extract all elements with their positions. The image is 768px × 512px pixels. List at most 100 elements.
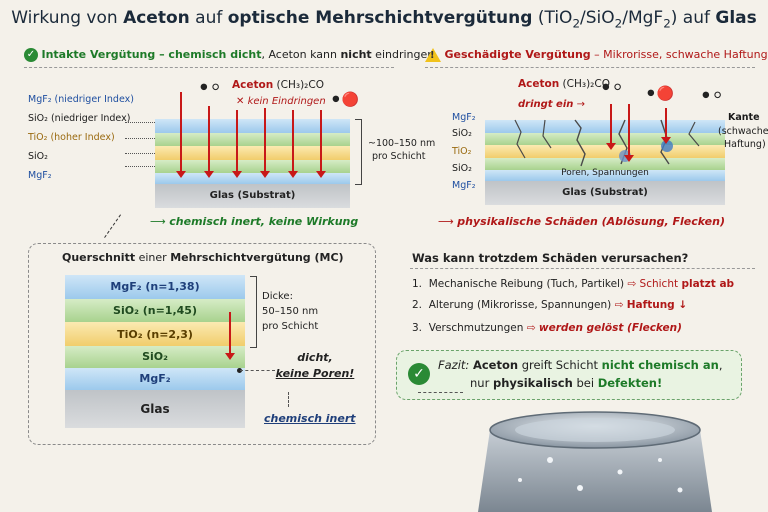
cracks-graphic	[514, 119, 700, 167]
kante-label: Kante	[728, 112, 760, 123]
cause-number: 2.	[412, 299, 423, 311]
fazit-text: Fazit: Aceton greift Schicht nicht chemi…	[438, 356, 722, 392]
aceton-text: Aceton	[232, 79, 274, 91]
cs-layer-tio2	[65, 322, 245, 346]
leader-line	[125, 166, 155, 168]
divider	[410, 268, 755, 270]
inert-leader	[288, 392, 290, 407]
header-text: , Aceton kann	[261, 48, 341, 61]
cs-title-c: Mehrschichtvergütung (MC)	[170, 251, 344, 264]
layer-mgf2-top	[155, 119, 350, 133]
dringt-text: dringt ein	[518, 99, 574, 110]
fazit-leader	[418, 392, 463, 394]
lens-illustration	[478, 411, 712, 512]
title-text: /SiO	[580, 8, 615, 28]
formula-text: (CH₃)₂CO	[276, 79, 324, 91]
cs-layer-mgf2-2	[65, 368, 245, 390]
cs-glass	[65, 390, 245, 428]
arrow-right-icon: ⇨	[614, 299, 624, 311]
title-text: Wirkung von	[11, 8, 124, 28]
cs-title-b: einer	[135, 251, 171, 264]
thickness-label: ~100–150 nm	[368, 138, 436, 149]
layer-sio2-bottom	[485, 158, 725, 170]
molecule-icon: ⚫🔴	[645, 86, 675, 102]
red-arrow	[316, 110, 326, 178]
arrow-right-icon: ⇨	[627, 278, 637, 290]
red-arrow	[624, 104, 634, 162]
leader-line	[125, 138, 155, 140]
cs-title-a: Querschnitt	[62, 251, 136, 264]
dicke-1: Dicke:	[262, 291, 293, 302]
arrow-right-icon: ⇨	[526, 322, 536, 334]
layer-label-mgf2-2: MgF₂	[452, 180, 476, 191]
connector-line	[104, 214, 122, 239]
cause-text: Verschmutzungen	[428, 322, 524, 334]
cause-result-bold: Haftung ↓	[626, 299, 688, 311]
title-text: auf	[189, 8, 228, 28]
cs-label-sio2: SiO₂ (n=1,45)	[113, 304, 197, 317]
header-cracks: – Mikrorisse, schwache Haftung	[590, 48, 768, 61]
layer-label-mgf2: MgF₂	[452, 112, 476, 123]
red-arrow	[288, 110, 298, 178]
cs-label-glass: Glas	[140, 402, 170, 416]
title-text: (TiO	[532, 8, 573, 28]
layer-label-sio2: SiO₂	[452, 128, 472, 139]
title-sub: 2	[614, 16, 623, 31]
layer-label-mgf2-2: MgF₂	[28, 170, 52, 181]
arrow-right-icon: →	[576, 99, 585, 110]
dicht-label: dicht,keine Poren!	[270, 350, 360, 382]
arrow-right-icon: ⟶	[150, 215, 166, 228]
cs-label-mgf2: MgF₂ (n=1,38)	[110, 280, 200, 293]
formula-text: (CH₃)₂CO	[562, 78, 610, 90]
left-panel-header: ✓ Intakte Vergütung – chemisch dicht, Ac…	[24, 48, 434, 62]
fazit-label: Fazit:	[438, 358, 473, 372]
red-arrow	[232, 110, 242, 178]
right-footer: ⟶ physikalische Schäden (Ablösung, Fleck…	[438, 215, 725, 228]
no-entry-label: ✕ kein Eindringen	[236, 96, 326, 107]
layer-label-tio2: TiO₂ (hoher Index)	[28, 132, 115, 143]
layer-label-sio2-2: SiO₂	[452, 163, 472, 174]
molecule-icon: ⚫⚪	[198, 80, 222, 96]
cs-label-mgf2-2: MgF₂	[139, 372, 171, 385]
layer-tio2	[155, 146, 350, 160]
layer-mgf2-bottom	[485, 170, 725, 181]
cs-layer-sio2	[65, 299, 245, 322]
red-arrow	[204, 106, 214, 178]
divider	[24, 67, 394, 69]
layer-sio2-bottom	[155, 160, 350, 173]
right-footer-text: physikalische Schäden (Ablösung, Flecken…	[457, 215, 725, 228]
cause-text: Alterung (Mikrorisse, Spannungen)	[428, 299, 612, 311]
aceton-text: Aceton	[518, 78, 560, 90]
red-arrow	[176, 92, 186, 178]
layer-label-sio2: SiO₂ (niedriger Index)	[28, 113, 131, 124]
layer-label-sio2-2: SiO₂	[28, 151, 48, 162]
fazit-text-part: greift Schicht	[518, 358, 602, 372]
fazit-box	[396, 350, 742, 400]
fazit-text-part: bei	[572, 376, 598, 390]
title-sub: 2	[663, 16, 671, 31]
fazit-physical: physikalisch	[492, 376, 573, 390]
molecule-icon: ⚫⚪	[600, 80, 624, 96]
left-footer: ⟶ chemisch inert, keine Wirkung	[150, 215, 358, 228]
glass-substrate	[155, 184, 350, 208]
cause-result-bold: platzt ab	[681, 278, 735, 290]
check-icon: ✓	[408, 363, 430, 385]
warning-icon: !	[425, 48, 441, 62]
cross-section-title: Querschnitt einer Mehrschichtvergütung (…	[62, 251, 344, 264]
right-panel-header: ! Geschädigte Vergütung – Mikrorisse, sc…	[425, 48, 768, 62]
cross-icon: ✕	[236, 96, 245, 107]
title-text: ) auf	[670, 8, 716, 28]
cause-result: Schicht	[639, 278, 682, 290]
title-aceton: Aceton	[123, 8, 190, 28]
marker-dot	[237, 368, 242, 373]
layer-label-tio2: TiO₂	[452, 146, 472, 157]
substrate-label: Glas (Substrat)	[562, 187, 648, 198]
leader-line	[125, 122, 155, 124]
red-arrow	[225, 312, 235, 360]
cause-item-3: 3. Verschmutzungen ⇨ werden gelöst (Flec…	[412, 322, 682, 334]
fazit-defects: Defekten!	[597, 376, 663, 390]
cross-section-box	[28, 243, 376, 445]
no-entry-text: kein Eindringen	[247, 96, 326, 107]
causes-question: Was kann trotzdem Schäden verursachen?	[412, 251, 689, 265]
